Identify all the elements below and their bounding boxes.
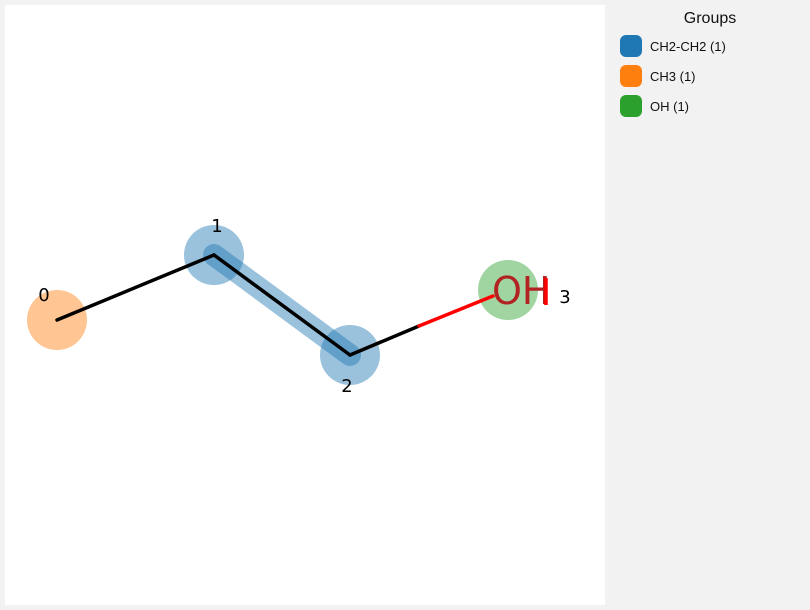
- legend-item-ch2-ch2: CH2-CH2 (1): [620, 35, 726, 57]
- bond-2-3-oxygen-half: [417, 294, 495, 328]
- legend-swatch-oh: [620, 95, 642, 117]
- legend-item-oh: OH (1): [620, 95, 726, 117]
- molecule-canvas: OH 0 1 2 3: [5, 5, 605, 605]
- legend: Groups CH2-CH2 (1) CH3 (1) OH (1): [610, 0, 810, 610]
- legend-list: CH2-CH2 (1) CH3 (1) OH (1): [620, 35, 726, 125]
- legend-label-oh: OH (1): [650, 98, 689, 114]
- bonds: [55, 253, 495, 357]
- bond-0-1: [55, 253, 216, 322]
- atom-label-oh: OH: [492, 269, 550, 313]
- atom-index-1: 1: [211, 216, 222, 237]
- atom-index-3: 3: [559, 287, 570, 308]
- legend-label-ch3: CH3 (1): [650, 68, 696, 84]
- molecule-drawing: OH 0 1 2 3: [27, 216, 571, 397]
- highlight-atom-3: [478, 260, 538, 320]
- legend-title: Groups: [683, 10, 737, 27]
- atom-index-2: 2: [341, 376, 352, 397]
- atom-index-0: 0: [38, 285, 49, 306]
- legend-item-ch3: CH3 (1): [620, 65, 726, 87]
- bond-1-2: [212, 253, 352, 357]
- bond-2-3-carbon-half: [348, 324, 421, 357]
- legend-swatch-ch2-ch2: [620, 35, 642, 57]
- legend-label-ch2-ch2: CH2-CH2 (1): [650, 38, 726, 54]
- legend-swatch-ch3: [620, 65, 642, 87]
